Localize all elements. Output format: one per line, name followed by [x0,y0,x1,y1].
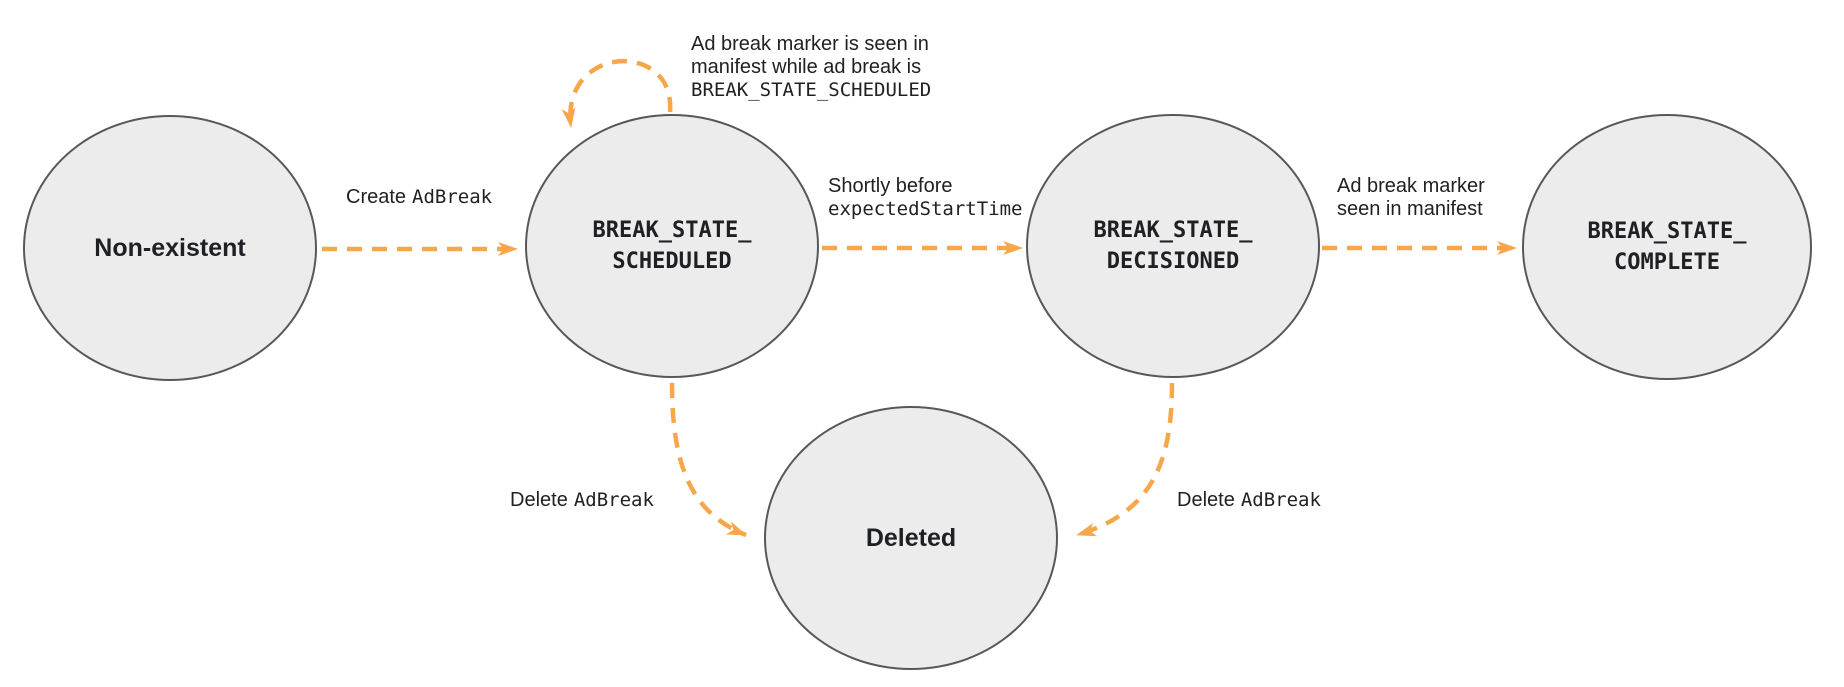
state-label-line2: COMPLETE [1614,250,1720,275]
state-node-deleted: Deleted [764,406,1058,670]
edge-label-code: AdBreak [573,489,654,511]
state-label-line1: BREAK_STATE_ [1587,219,1747,244]
edge-label-text: Create [346,186,407,208]
state-label-line2: DECISIONED [1106,249,1240,274]
state-label: Deleted [865,524,957,552]
edge-self-loop-arrow [561,58,673,128]
state-node-break-state-scheduled: BREAK_STATE_ SCHEDULED [525,114,819,378]
state-label-line1: BREAK_STATE_ [592,218,752,243]
state-node-break-state-complete: BREAK_STATE_ COMPLETE [1522,114,1812,380]
edge-label-self-loop: Ad break marker is seen in manifest whil… [691,33,931,102]
edge-label-marker-seen: Ad break marker seen in manifest [1337,175,1485,221]
edge-label-shortly-before: Shortly before expectedStartTime [828,175,1022,221]
edge-label-code: AdBreak [1240,489,1321,511]
edge-label-line2-code: expectedStartTime [828,198,1023,220]
edge-label-line2: manifest while ad break is [691,56,922,78]
edge-label-line2: seen in manifest [1337,198,1483,220]
edge-label-create-adbreak: Create AdBreak [346,186,492,209]
state-node-break-state-decisioned: BREAK_STATE_ DECISIONED [1026,114,1320,378]
edge-delete-left-arrow [669,382,747,538]
edge-label-line1: Ad break marker is seen in [691,33,929,55]
edge-label-line3-code: BREAK_STATE_SCHEDULED [691,79,932,101]
edge-label-delete-adbreak-left: Delete AdBreak [510,489,654,512]
edge-label-text: Delete [1177,489,1235,511]
edge-label-line1: Shortly before [828,175,953,197]
edge-label-code: AdBreak [412,186,493,208]
state-label-line2: SCHEDULED [612,249,732,274]
state-node-non-existent: Non-existent [23,115,317,381]
state-label-line1: BREAK_STATE_ [1093,218,1253,243]
edge-label-line1: Ad break marker [1337,175,1485,197]
edge-label-text: Delete [510,489,568,511]
edge-label-delete-adbreak-right: Delete AdBreak [1177,489,1321,512]
state-label: Non-existent [94,234,246,262]
edge-delete-right-arrow [1076,382,1175,538]
